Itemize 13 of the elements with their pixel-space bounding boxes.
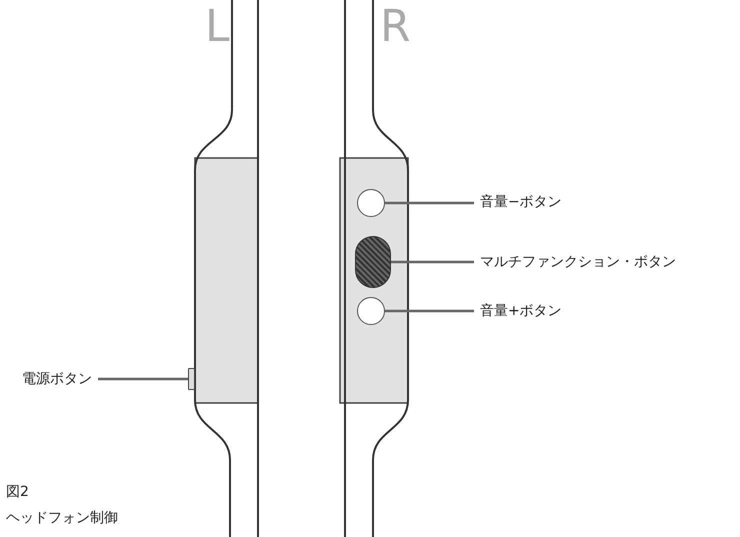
figure-number: 図2: [6, 484, 29, 500]
side-letter: L: [205, 2, 230, 53]
callout-label: 電源ボタン: [22, 370, 92, 388]
leader-line: [385, 202, 474, 204]
callout-label: マルチファンクション・ボタン: [480, 253, 676, 271]
callout-label: 音量+ボタン: [480, 302, 562, 320]
figure-caption: ヘッドフォン制御: [6, 510, 118, 526]
leader-line: [391, 260, 474, 264]
leader-line: [98, 378, 188, 380]
leader-line: [385, 310, 474, 312]
side-letter: R: [380, 2, 411, 53]
callout-label: 音量−ボタン: [480, 193, 562, 211]
side-button: [188, 368, 195, 390]
